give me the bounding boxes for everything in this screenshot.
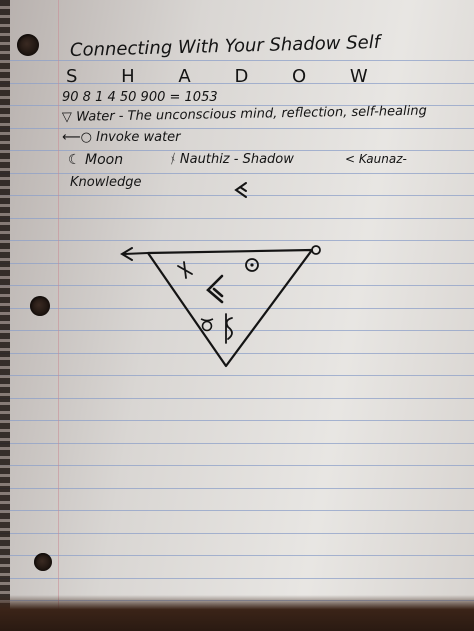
- ruled-line: [0, 105, 474, 106]
- kenaz-small-icon: [234, 182, 247, 198]
- ruled-line: [0, 533, 474, 534]
- nauthiz-rune-icon: [177, 261, 193, 279]
- ruled-line: [0, 420, 474, 421]
- sun-symbol-icon: [245, 258, 259, 272]
- knowledge-label: Knowledge: [70, 175, 142, 190]
- invoke-line: ⟵○ Invoke water: [62, 130, 181, 145]
- ruled-line: [0, 83, 474, 84]
- ruled-line: [0, 353, 474, 354]
- hole-punch-icon: [34, 553, 52, 571]
- ruled-line: [0, 510, 474, 511]
- margin-line: [58, 0, 59, 631]
- kenaz-rune-icon: [206, 274, 224, 304]
- ruled-line: [0, 578, 474, 579]
- ruled-line: [0, 263, 474, 264]
- nauthiz-label: ᚾ Nauthiz - Shadow: [168, 152, 294, 167]
- ruled-line: [0, 398, 474, 399]
- ruled-line: [0, 330, 474, 331]
- hole-punch-icon: [17, 34, 39, 56]
- gematria-numbers: 90 8 1 4 50 900 = 1053: [62, 90, 218, 105]
- ruled-line: [0, 150, 474, 151]
- moon-label: ☾ Moon: [68, 152, 124, 168]
- hole-punch-icon: [30, 296, 50, 316]
- spiral-binding: [0, 0, 10, 631]
- ruled-line: [0, 555, 474, 556]
- ruled-line: [0, 240, 474, 241]
- ruled-line: [0, 128, 474, 129]
- ruled-line: [0, 465, 474, 466]
- water-triangle-icon: [120, 245, 321, 368]
- ruled-line: [0, 375, 474, 376]
- ruled-line: [0, 60, 474, 61]
- ink-arrow-icon: [120, 247, 149, 261]
- ruled-line: [0, 173, 474, 174]
- ruled-line: [0, 488, 474, 489]
- bottom-symbols-icon: [200, 313, 233, 344]
- kenaz-label: < Kaunaz-: [345, 152, 407, 166]
- carpet-background: [0, 595, 474, 631]
- ruled-line: [0, 308, 474, 309]
- ruled-line: [0, 195, 474, 196]
- ruled-line: [0, 218, 474, 219]
- ruled-line: [0, 285, 474, 286]
- shadow-letters: S H A D O W: [66, 66, 387, 87]
- ruled-line: [0, 443, 474, 444]
